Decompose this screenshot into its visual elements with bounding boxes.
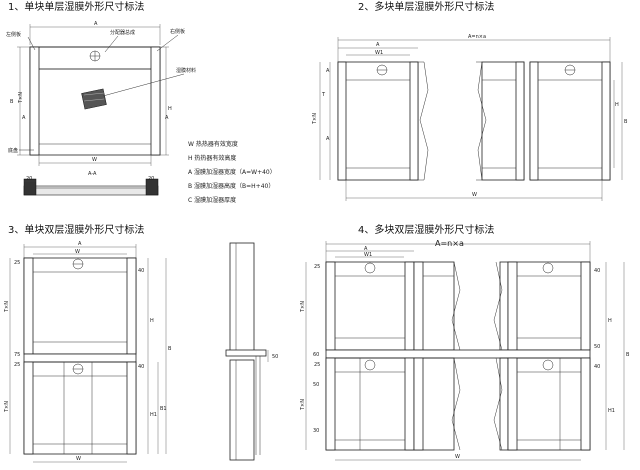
callout-right-side-plate: 右侧板 <box>170 28 185 35</box>
section-mark-A-right: A <box>165 115 169 121</box>
drawing-side-view: 50 <box>225 242 278 461</box>
dim-25-3-a: 25 <box>14 260 20 266</box>
legend-W: W 热热器有效宽度 <box>188 140 238 148</box>
dim-label-A-n-a-2: A=n×a <box>468 34 486 40</box>
drawing-single-layer-single-block: A B T×N H A A W 左侧板 <box>6 21 196 166</box>
section-title-1: 1、单块单层湿膜外形尺寸标法 <box>8 0 144 13</box>
dim-label-H-3: H <box>150 318 154 324</box>
dim-label-W-1: W <box>92 157 97 163</box>
dim-label-A: A <box>94 21 98 27</box>
callout-left-side-plate: 左侧板 <box>6 31 21 38</box>
drawing-section-AA: A-A 20 20 <box>23 171 159 196</box>
dim-label-T-2: T <box>321 92 326 98</box>
dim-label-A-3: A <box>78 241 82 247</box>
dim-50-side: 50 <box>272 354 278 360</box>
dim-label-B-3: B <box>168 346 172 352</box>
dim-label-A-arrow-left-2: A <box>326 68 330 74</box>
dim-label-A-2: A <box>376 42 380 48</box>
dim-label-B1-3: B1 <box>160 406 167 412</box>
dim-label-H-1: H <box>168 106 172 112</box>
legend: W 热热器有效宽度 H 热热器有效高度 A 湿膜加湿器宽度（A=W+40） B … <box>188 140 276 204</box>
legend-H: H 热热器有效高度 <box>188 154 236 162</box>
dim-label-H-4: H <box>608 318 612 324</box>
legend-A: A 湿膜加湿器宽度（A=W+40） <box>188 168 276 176</box>
section-mark-A-left: A <box>22 115 26 121</box>
drawing-double-layer-single-block: A W T×N T×N 25 25 75 40 40 H H1 <box>4 241 172 463</box>
legend-C: C 湿膜加湿器厚度 <box>188 196 236 204</box>
dim-40-3-a: 40 <box>138 268 144 274</box>
dim-label-TxN-2: T×N <box>312 113 318 125</box>
dim-label-H1-3: H1 <box>150 412 157 418</box>
dim-label-W-2: W <box>472 192 477 198</box>
dim-40-4-b: 40 <box>594 364 600 370</box>
dim-label-TxN-1: T×N <box>18 92 24 104</box>
dim-40-4-a: 40 <box>594 268 600 274</box>
dim-label-H1-4: H1 <box>608 408 615 414</box>
dim-75-3: 75 <box>14 352 20 358</box>
dim-50-4-b: 50 <box>594 344 600 350</box>
dim-30-4: 30 <box>313 428 319 434</box>
section-AA-label: A-A <box>88 171 97 177</box>
dim-60-4: 60 <box>313 352 319 358</box>
dim-label-W1-2: W1 <box>375 50 383 56</box>
dim-label-H-2: H <box>615 102 619 108</box>
dim-label-W-3-top: W <box>75 249 80 255</box>
legend-B: B 湿膜加湿器高度（B=H+40） <box>188 182 274 190</box>
dim-label-TxN-4-bottom: T×N <box>300 399 306 411</box>
dim-label-TxN-3-top: T×N <box>4 301 10 313</box>
dim-label-TxN-3-bottom: T×N <box>4 401 10 413</box>
callout-drain-tray: 底盘 <box>8 147 18 154</box>
section-title-4: 4、多块双层湿膜外形尺寸标法 <box>358 223 494 236</box>
dim-label-B-2: B <box>624 119 628 125</box>
section-title-3: 3、单块双层湿膜外形尺寸标法 <box>8 223 144 236</box>
dim-label-A-n-a-4: A=n×a <box>435 239 464 248</box>
drawing-double-layer-multi-block: A=n×a A W1 <box>300 239 630 461</box>
dim-label-TxN-4-top: T×N <box>300 301 306 313</box>
dim-20-aa-right: 20 <box>148 176 154 182</box>
section-title-2: 2、多块单层湿膜外形尺寸标法 <box>358 0 494 13</box>
dim-25-3-b: 25 <box>14 362 20 368</box>
dim-label-W1-4: W1 <box>364 252 372 258</box>
drawing-single-layer-multi-block: A=n×a A W1 T×N T B H <box>312 34 628 201</box>
dim-25-4-a: 25 <box>314 264 320 270</box>
dim-25-4-b: 25 <box>314 362 320 368</box>
dim-20-aa-left: 20 <box>26 176 32 182</box>
dim-label-B-4: B <box>626 352 630 358</box>
dim-label-A-arrow-left2-2: A <box>326 136 330 142</box>
dim-50-4-a: 50 <box>313 382 319 388</box>
dim-40-3-b: 40 <box>138 364 144 370</box>
dim-label-W-4: W <box>455 454 460 460</box>
dim-label-A-4: A <box>364 246 368 252</box>
callout-media: 湿膜材料 <box>176 67 196 74</box>
dim-label-W-3-bottom: W <box>76 456 81 462</box>
dim-label-B-1: B <box>10 99 14 105</box>
callout-distributor: 分配器总成 <box>110 29 135 36</box>
